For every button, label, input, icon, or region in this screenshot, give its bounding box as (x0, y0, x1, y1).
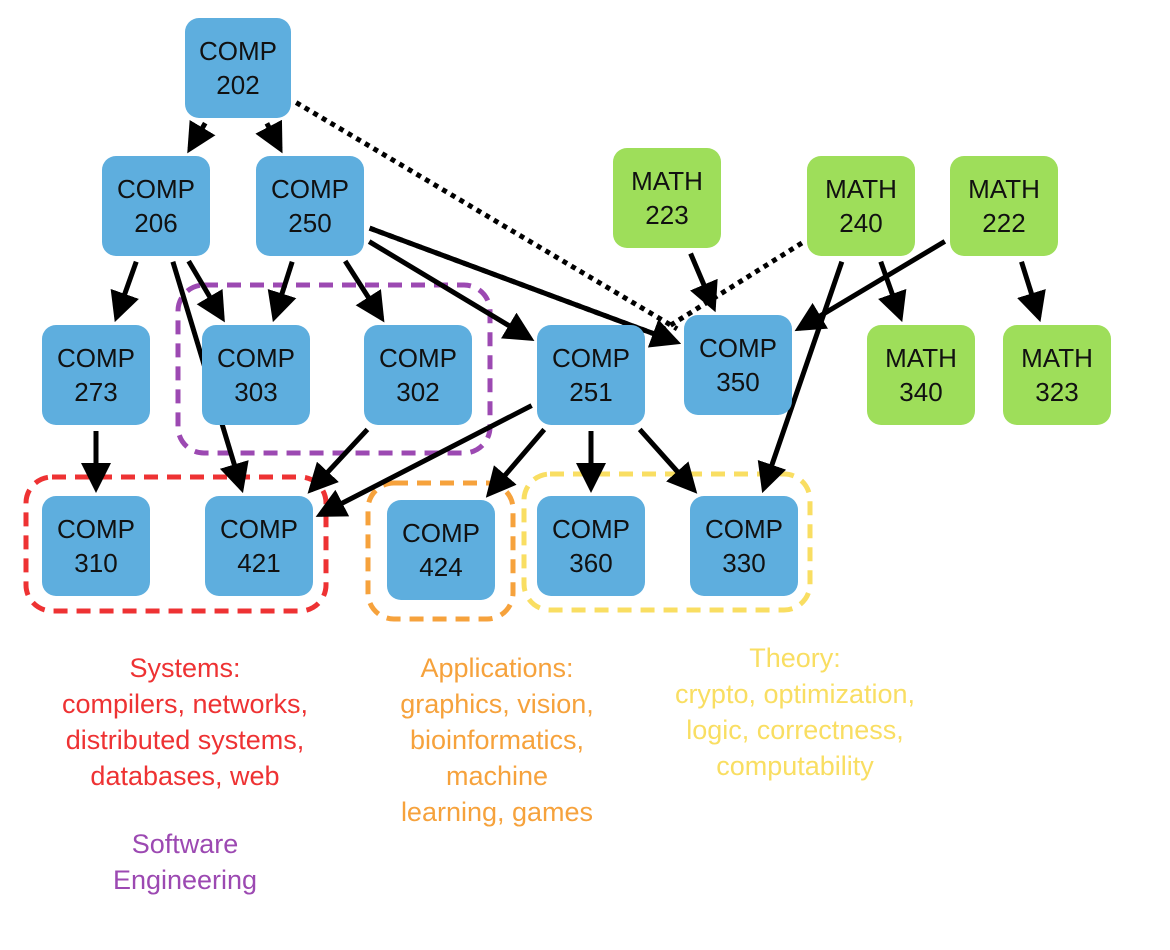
node-comp421: COMP 421 (205, 496, 313, 596)
software-label-line: Engineering (112, 865, 258, 895)
node-number: 421 (237, 548, 281, 578)
systems-label-line: distributed systems, (65, 725, 305, 755)
applications-label: Applications: graphics, vision, bioinfor… (372, 650, 622, 830)
node-number: 223 (645, 200, 689, 230)
node-dept: COMP (220, 514, 298, 544)
node-dept: MATH (825, 174, 897, 204)
edge-comp250-comp302 (343, 259, 385, 323)
node-dept: COMP (552, 514, 630, 544)
software-label-line: Software (131, 829, 239, 859)
edge-comp250-comp303 (267, 260, 297, 323)
node-dept: COMP (699, 333, 777, 363)
edge-comp250-comp350-dotted (368, 225, 678, 345)
node-number: 273 (74, 377, 118, 407)
systems-group-outline (23, 474, 329, 614)
software-group-outline (175, 282, 493, 456)
edge-math240-comp330 (757, 260, 845, 494)
node-comp330: COMP 330 (690, 496, 798, 596)
theory-label-line: crypto, optimization, (674, 679, 916, 709)
edge-comp302-comp421 (307, 427, 370, 494)
node-comp350: COMP 350 (684, 315, 792, 415)
edge-comp250-comp251 (367, 239, 535, 341)
node-number: 310 (74, 548, 118, 578)
applications-group-outline (365, 480, 516, 622)
node-dept: COMP (57, 343, 135, 373)
edge-comp251-comp330 (637, 427, 698, 494)
node-comp310: COMP 310 (42, 496, 150, 596)
theory-label-line: logic, correctness, (686, 715, 904, 745)
node-math240: MATH 240 (807, 156, 915, 256)
node-dept: MATH (1021, 343, 1093, 373)
node-dept: COMP (705, 514, 783, 544)
edge-math222-math323 (1017, 260, 1046, 323)
applications-label-line: Applications: (420, 653, 574, 683)
edge-math240-math340 (878, 260, 907, 323)
applications-label-line: bioinformatics, (409, 725, 585, 755)
node-dept: COMP (217, 343, 295, 373)
edge-layer (81, 100, 1046, 517)
edge-comp251-comp424 (485, 427, 547, 498)
theory-label-line: computability (716, 751, 874, 781)
theory-label-line: Theory: (749, 643, 841, 673)
node-number: 340 (899, 377, 943, 407)
systems-label-line: databases, web (90, 761, 280, 791)
edge-comp202-comp350-dotted (294, 100, 679, 331)
node-comp250: COMP 250 (256, 156, 364, 256)
node-comp360: COMP 360 (537, 496, 645, 596)
applications-label-line: learning, games (400, 797, 594, 827)
node-dept: COMP (117, 174, 195, 204)
theory-label: Theory: crypto, optimization, logic, cor… (645, 640, 945, 784)
edge-comp202-comp250 (255, 119, 283, 154)
node-comp251: COMP 251 (537, 325, 645, 425)
edge-comp251-comp421 (315, 403, 533, 517)
node-dept: COMP (57, 514, 135, 544)
node-math340: MATH 340 (867, 325, 975, 425)
node-math223: MATH 223 (613, 148, 721, 248)
systems-label-line: Systems: (129, 653, 241, 683)
node-number: 323 (1035, 377, 1079, 407)
node-number: 222 (982, 208, 1026, 238)
groups-layer (23, 282, 813, 622)
node-comp424: COMP 424 (387, 500, 495, 600)
node-number: 202 (216, 70, 260, 100)
applications-label-line: graphics, vision, (400, 689, 594, 719)
edge-comp206-comp303 (186, 259, 225, 323)
node-number: 360 (569, 548, 613, 578)
node-math323: MATH 323 (1003, 325, 1111, 425)
software-label: Software Engineering (60, 826, 310, 898)
node-number: 302 (396, 377, 440, 407)
applications-label-line: machine (445, 761, 549, 791)
edge-comp206-comp273 (110, 260, 139, 323)
node-dept: COMP (552, 343, 630, 373)
node-number: 350 (716, 367, 760, 397)
node-number: 330 (722, 548, 766, 578)
node-dept: COMP (402, 518, 480, 548)
node-number: 424 (419, 552, 463, 582)
edge-comp202-comp206 (187, 119, 216, 154)
node-math222: MATH 222 (950, 156, 1058, 256)
node-dept: MATH (631, 166, 703, 196)
node-dept: COMP (199, 36, 277, 66)
systems-label: Systems: compilers, networks, distribute… (20, 650, 350, 794)
node-comp303: COMP 303 (202, 325, 310, 425)
edge-math223-comp350 (688, 252, 718, 313)
node-comp273: COMP 273 (42, 325, 150, 425)
edge-math222-comp350 (794, 239, 947, 332)
node-dept: COMP (379, 343, 457, 373)
node-number: 240 (839, 208, 883, 238)
node-comp202: COMP 202 (185, 18, 291, 118)
node-number: 206 (134, 208, 178, 238)
node-dept: MATH (885, 343, 957, 373)
node-dept: COMP (271, 174, 349, 204)
node-comp302: COMP 302 (364, 325, 472, 425)
node-dept: MATH (968, 174, 1040, 204)
node-comp206: COMP 206 (102, 156, 210, 256)
node-number: 251 (569, 377, 613, 407)
node-number: 250 (288, 208, 332, 238)
node-number: 303 (234, 377, 278, 407)
systems-label-line: compilers, networks, (61, 689, 309, 719)
